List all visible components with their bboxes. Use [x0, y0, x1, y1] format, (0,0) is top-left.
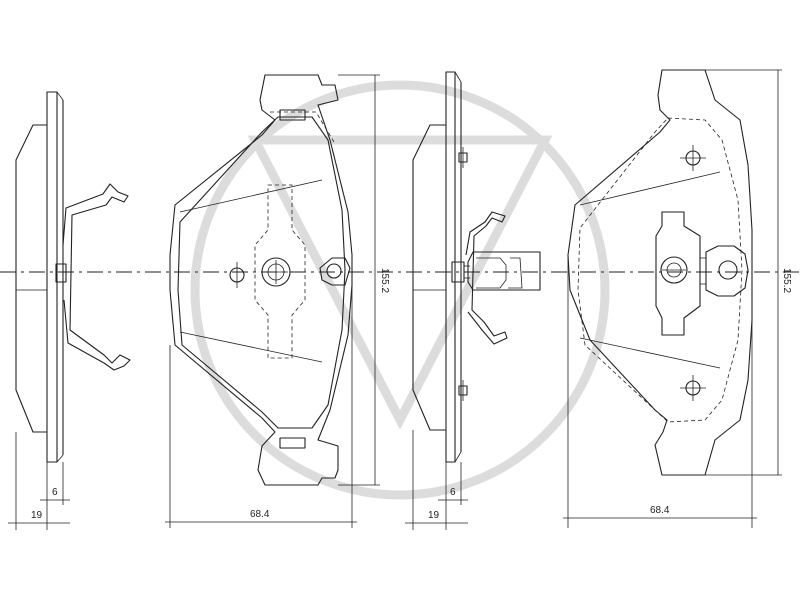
watermark-logo: [190, 80, 610, 500]
side-view-right: 6 19: [405, 71, 541, 530]
dim-side-left-plate: 6: [52, 487, 58, 498]
dim-back-width: 68.4: [650, 505, 670, 516]
dim-side-left-thickness: 19: [31, 510, 43, 521]
dim-back-height: 155.2: [781, 268, 792, 293]
dim-side-right-thickness: 19: [428, 510, 440, 521]
dim-front-height: 155.2: [379, 268, 390, 293]
back-view-pad: 155.2 68.4: [563, 69, 792, 528]
side-view-left: 6 19: [8, 91, 131, 530]
dim-front-width: 68.4: [250, 509, 270, 520]
dim-side-right-plate: 6: [450, 487, 456, 498]
front-view-pad: 155.2 68.4: [165, 74, 390, 528]
